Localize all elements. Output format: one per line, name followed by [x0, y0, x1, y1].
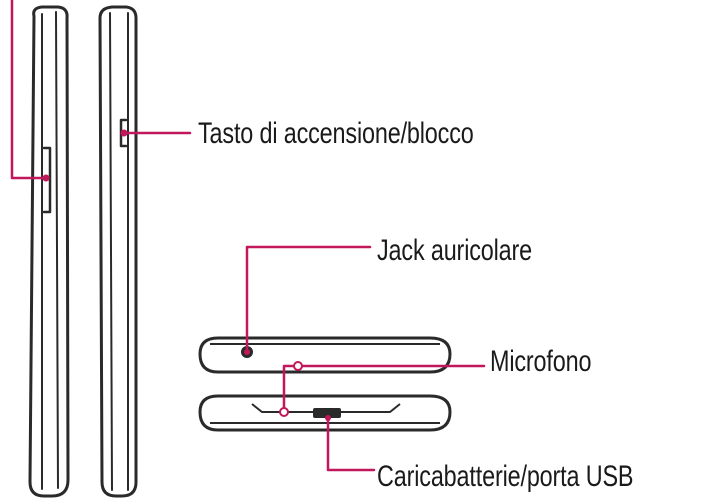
- callout-ring-microphone-bottom: [279, 407, 289, 417]
- callout-line-volume-key: [10, 0, 48, 180]
- label-headset-jack: Jack auricolare: [377, 234, 533, 267]
- phone-left-side-view: [28, 5, 70, 498]
- callout-dot-volume-key: [42, 174, 50, 182]
- usb-port: [313, 408, 341, 418]
- callout-line-headset-jack: [245, 245, 372, 354]
- callout-ring-microphone-top: [293, 361, 303, 371]
- label-microphone: Microfono: [490, 345, 592, 378]
- callout-dot-headset-jack: [244, 349, 250, 355]
- phone-top-edge-view: [198, 336, 452, 374]
- callout-line-usb: [326, 416, 376, 472]
- label-charger-usb-port: Caricabatterie/porta USB: [377, 460, 634, 493]
- callout-dot-power-key: [120, 129, 128, 137]
- phone-right-side-view: [98, 5, 138, 498]
- label-power-lock-key: Tasto di accensione/blocco: [198, 117, 474, 150]
- callout-line-microphone: [282, 364, 486, 412]
- callout-dot-usb: [325, 415, 331, 421]
